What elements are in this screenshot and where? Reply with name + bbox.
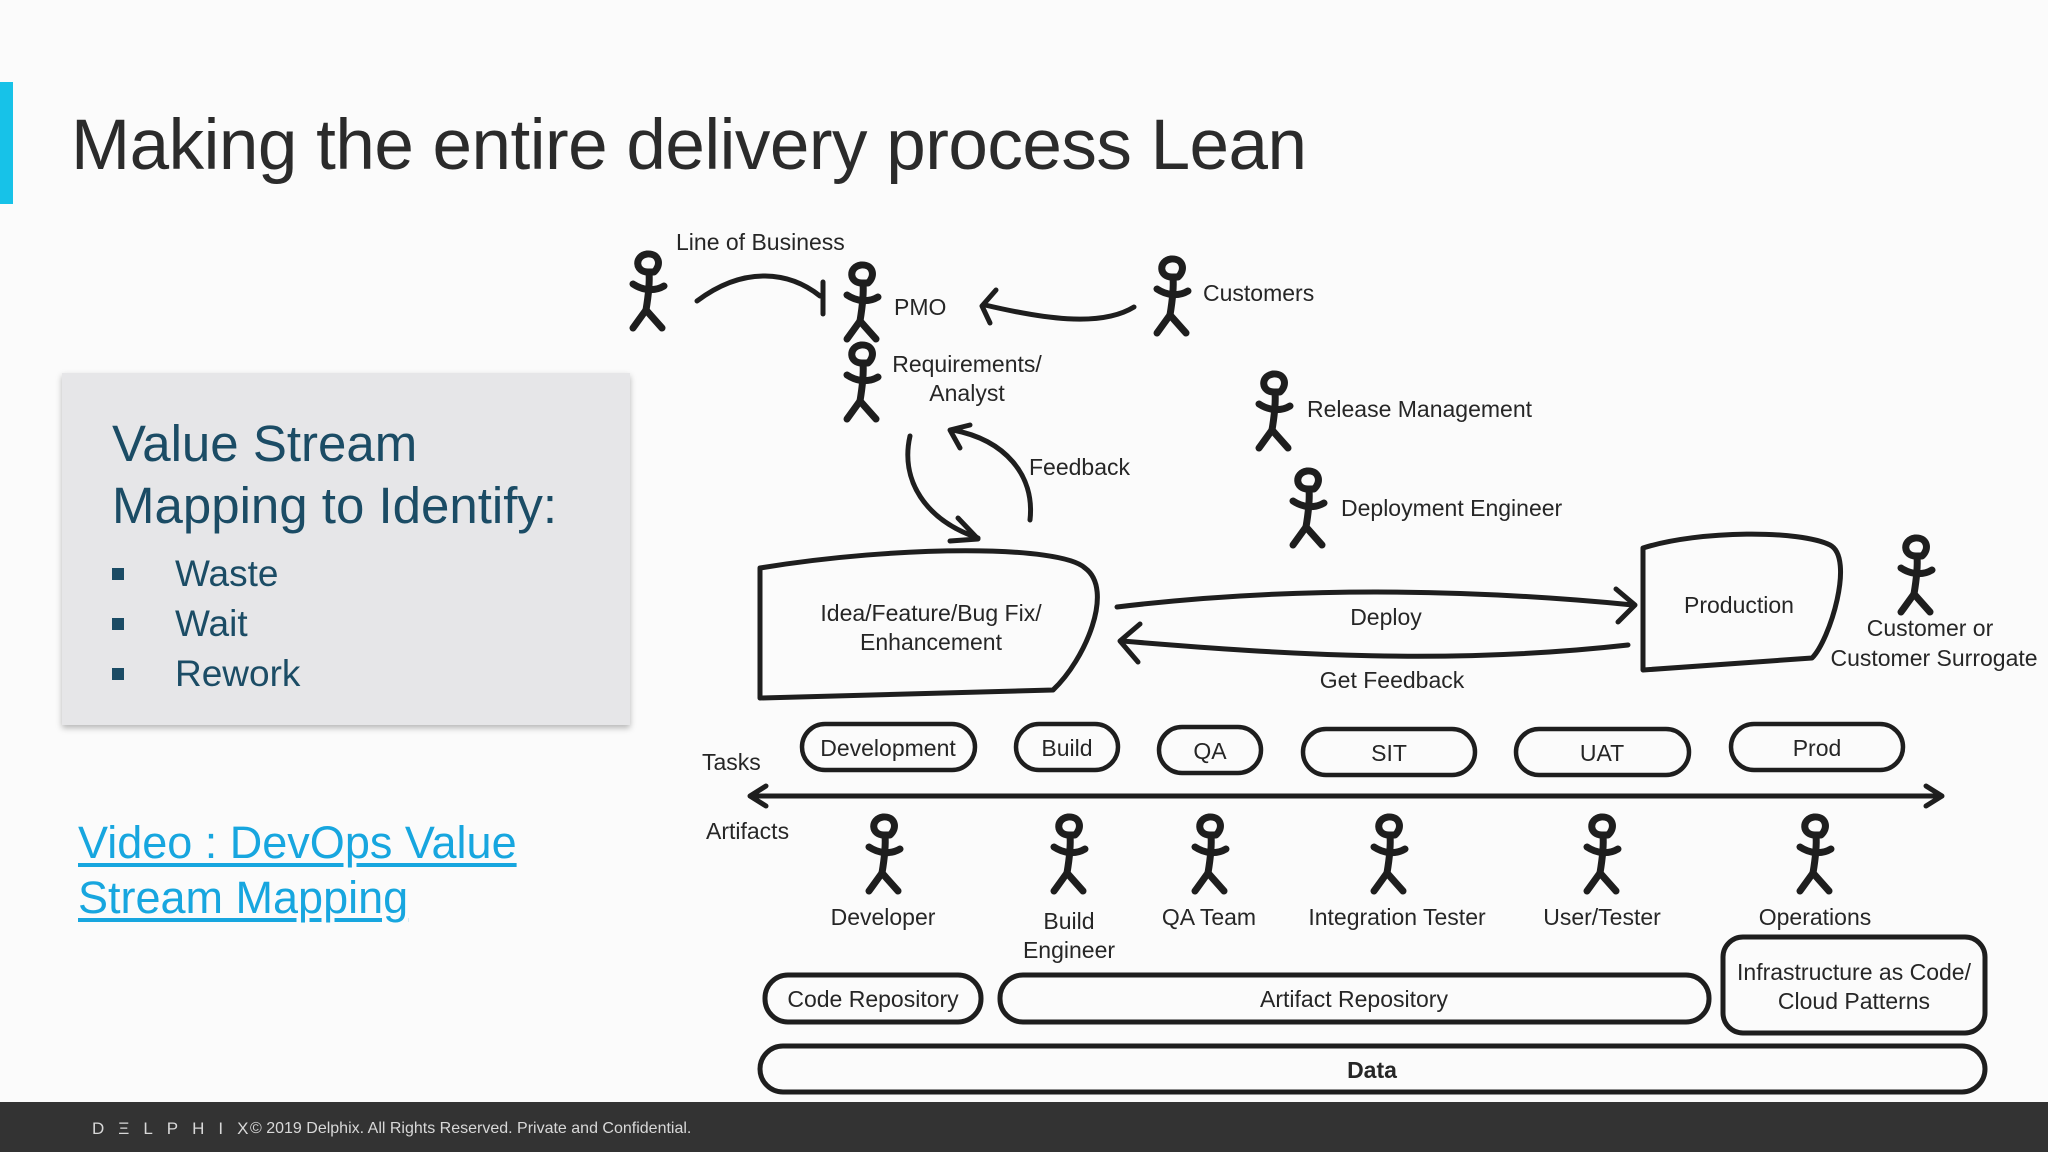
- square-bullet-icon: [112, 668, 124, 680]
- footer: DΞLPHIX © 2019 Delphix. All Rights Reser…: [0, 1102, 2048, 1152]
- role-label-developer: Developer: [831, 904, 936, 930]
- deployment-engineer-person-icon: [1293, 471, 1324, 545]
- artifact-repository-label: Artifact Repository: [1260, 986, 1448, 1012]
- release-management-label: Release Management: [1307, 396, 1533, 422]
- requirements-down-arrow: [905, 433, 981, 541]
- task-label-qa: QA: [1193, 738, 1227, 764]
- title-accent-bar: [0, 82, 13, 204]
- idea-label-line2: Enhancement: [860, 629, 1003, 655]
- customers-person-icon: [1157, 259, 1188, 333]
- delphix-logo: DΞLPHIX: [92, 1119, 263, 1138]
- copyright-text: © 2019 Delphix. All Rights Reserved. Pri…: [250, 1120, 692, 1137]
- list-item: Waste: [112, 549, 300, 599]
- callout-list: Waste Wait Rework: [112, 549, 300, 699]
- line-of-business-person-icon: [633, 254, 664, 328]
- integration-tester-person-icon: [1374, 817, 1405, 891]
- task-box-build: [1013, 721, 1121, 773]
- video-link[interactable]: Video : DevOps Value Stream Mapping: [78, 815, 598, 925]
- production-shape: [1640, 531, 1843, 673]
- list-item-text: Rework: [175, 653, 301, 694]
- line-of-business-label: Line of Business: [676, 229, 845, 255]
- customer-surrogate-person-icon: [1901, 538, 1932, 612]
- list-item-text: Waste: [175, 553, 279, 594]
- operations-person-icon: [1800, 817, 1831, 891]
- callout-heading-line1: Value Stream: [112, 415, 418, 472]
- code-repository-label: Code Repository: [787, 986, 959, 1012]
- role-label-integration-tester: Integration Tester: [1308, 904, 1486, 930]
- role-label-operations: Operations: [1759, 904, 1872, 930]
- role-label-user-tester: User/Tester: [1543, 904, 1661, 930]
- pmo-label: PMO: [894, 294, 946, 320]
- idea-label-line1: Idea/Feature/Bug Fix/: [820, 600, 1042, 626]
- production-label: Production: [1684, 592, 1794, 618]
- task-box-sit: [1300, 726, 1478, 778]
- value-stream-diagram: Line of Business PMO Customers Requireme…: [0, 229, 2038, 1095]
- slide-title: Making the entire delivery process Lean: [71, 106, 1307, 185]
- requirements-down-arrow-head: [947, 515, 981, 544]
- developer-person-icon: [869, 817, 900, 891]
- deployment-engineer-label: Deployment Engineer: [1341, 495, 1563, 521]
- data-box: [757, 1043, 1988, 1095]
- code-repository-box: [762, 972, 984, 1025]
- task-label-uat: UAT: [1580, 740, 1624, 766]
- pmo-person-icon: [847, 265, 878, 339]
- artifact-repository-box: [997, 972, 1712, 1025]
- tasks-label: Tasks: [702, 749, 761, 775]
- role-label-qa-team: QA Team: [1162, 904, 1256, 930]
- task-box-development: [799, 721, 978, 773]
- infrastructure-label-line2: Cloud Patterns: [1778, 988, 1930, 1014]
- artifacts-label: Artifacts: [706, 818, 789, 844]
- customers-to-pmo-arrow: [982, 302, 1137, 322]
- callout-heading: Value Stream Mapping to Identify:: [112, 413, 612, 537]
- infrastructure-box: [1720, 934, 1988, 1036]
- list-item-text: Wait: [175, 603, 248, 644]
- value-stream-callout: Value Stream Mapping to Identify: Waste …: [62, 373, 630, 725]
- role-label-build-line1: Build: [1043, 908, 1094, 934]
- qa-team-person-icon: [1195, 817, 1226, 891]
- video-link-line2[interactable]: Stream Mapping: [78, 872, 409, 923]
- customers-label: Customers: [1203, 280, 1314, 306]
- requirements-analyst-person-icon: [847, 345, 878, 419]
- task-box-prod: [1728, 721, 1906, 773]
- customer-surrogate-label-line1: Customer or: [1867, 615, 1994, 641]
- customer-surrogate-label-line2: Customer Surrogate: [1830, 645, 2037, 671]
- task-label-build: Build: [1041, 735, 1092, 761]
- get-feedback-arrow-head: [1117, 621, 1143, 665]
- customers-to-pmo-arrow-head: [979, 287, 999, 326]
- list-item: Rework: [112, 649, 300, 699]
- requirements-label-line1: Requirements/: [892, 351, 1042, 377]
- list-item: Wait: [112, 599, 300, 649]
- task-label-development: Development: [820, 735, 956, 761]
- deploy-arrow-head: [1613, 586, 1638, 625]
- requirements-label-line2: Analyst: [929, 380, 1005, 406]
- lob-to-pmo-arrow: [694, 273, 823, 304]
- deploy-arrow: [1114, 589, 1636, 610]
- get-feedback-label: Get Feedback: [1320, 667, 1465, 693]
- release-management-person-icon: [1259, 374, 1290, 448]
- build-engineer-person-icon: [1054, 817, 1085, 891]
- get-feedback-arrow: [1119, 638, 1631, 659]
- deploy-label: Deploy: [1350, 604, 1422, 630]
- feedback-up-arrow-head: [947, 422, 973, 451]
- task-box-uat: [1513, 726, 1692, 778]
- task-box-qa: [1156, 724, 1264, 776]
- feedback-label: Feedback: [1029, 454, 1131, 480]
- task-label-sit: SIT: [1371, 740, 1407, 766]
- timeline-arrow: [747, 783, 1945, 809]
- square-bullet-icon: [112, 568, 124, 580]
- task-label-prod: Prod: [1793, 735, 1842, 761]
- callout-heading-line2: Mapping to Identify:: [112, 477, 558, 534]
- idea-shape: [757, 548, 1100, 701]
- infrastructure-label-line1: Infrastructure as Code/: [1737, 959, 1972, 985]
- user-tester-person-icon: [1587, 817, 1618, 891]
- data-label: Data: [1347, 1057, 1397, 1083]
- square-bullet-icon: [112, 618, 124, 630]
- feedback-up-arrow: [950, 427, 1034, 523]
- video-link-line1[interactable]: Video : DevOps Value: [78, 817, 517, 868]
- role-label-build-line2: Engineer: [1023, 937, 1115, 963]
